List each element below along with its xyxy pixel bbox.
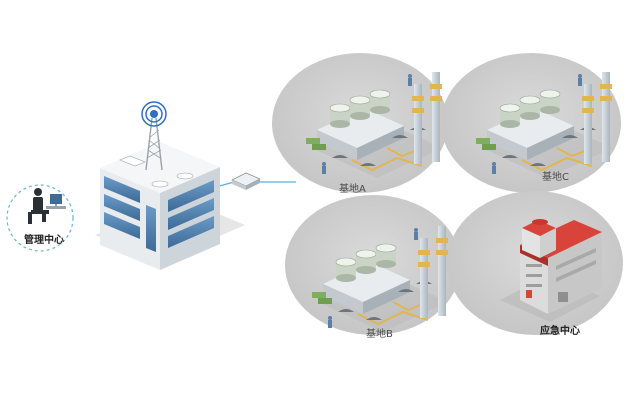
emergency-center-label: 应急中心 (540, 326, 580, 337)
server-building-icon (95, 142, 245, 270)
base-c-label: 基地C (542, 172, 569, 183)
base-a-label: 基地A (339, 184, 366, 195)
emergency-building-icon (500, 219, 602, 322)
management-center-label: 管理中心 (24, 235, 64, 246)
router-icon[interactable] (231, 172, 261, 190)
management-ring[interactable] (6, 184, 74, 252)
antenna-icon (141, 101, 167, 171)
operator-icon (28, 188, 66, 224)
base-b-label: 基地B (366, 329, 393, 340)
